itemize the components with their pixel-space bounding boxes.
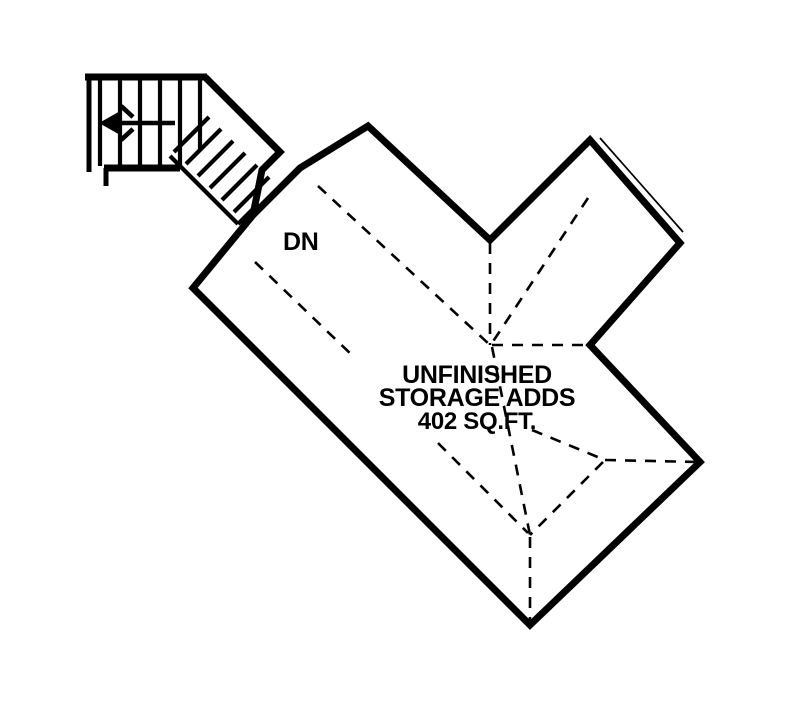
stair-direction-arrow-group <box>99 104 175 142</box>
roof-hip-line-northwest <box>317 185 491 346</box>
window-symbol-group <box>593 137 684 239</box>
stair-break-mark-lower <box>119 127 135 142</box>
stair-enclosure-walls-group <box>85 73 207 186</box>
plan-text-labels-group: DN UNFINISHED STORAGE ADDS 402 SQ.FT. <box>283 228 576 435</box>
room-label-line-1: UNFINISHED <box>402 361 552 389</box>
stair-treads-lower-group <box>168 115 271 226</box>
stair-tread-lower-3 <box>196 139 235 178</box>
roof-hip-line-northeast <box>490 197 590 344</box>
window-glazing-line-inner <box>599 137 684 233</box>
roof-hip-line-west <box>254 261 356 359</box>
roof-ridge-line-southeast <box>604 458 701 464</box>
stair-tread-lower-5 <box>220 163 259 202</box>
exterior-wall-outline <box>188 74 705 630</box>
stair-tread-lower-4 <box>208 151 247 190</box>
stair-tread-lower-6 <box>232 175 271 214</box>
roof-hip-line-southwest <box>437 442 529 534</box>
roof-hip-line-southeast-lower <box>529 461 604 536</box>
stair-stringer-outer <box>168 154 240 226</box>
stair-break-mark-upper <box>119 104 135 119</box>
stair-stringer-foot <box>236 204 258 226</box>
stair-tread-lower-2 <box>184 127 223 166</box>
stair-direction-label: DN <box>283 228 319 256</box>
room-area-label: 402 SQ.FT. <box>418 408 536 435</box>
stair-arrow-head-icon <box>99 110 122 136</box>
room-label-line-2: STORAGE ADDS <box>379 384 575 412</box>
roof-hip-line-southeast-upper <box>531 428 606 462</box>
stair-tread-lower-0 <box>183 127 199 143</box>
exterior-wall-group <box>188 74 705 630</box>
roof-hip-lines-group <box>254 185 701 622</box>
